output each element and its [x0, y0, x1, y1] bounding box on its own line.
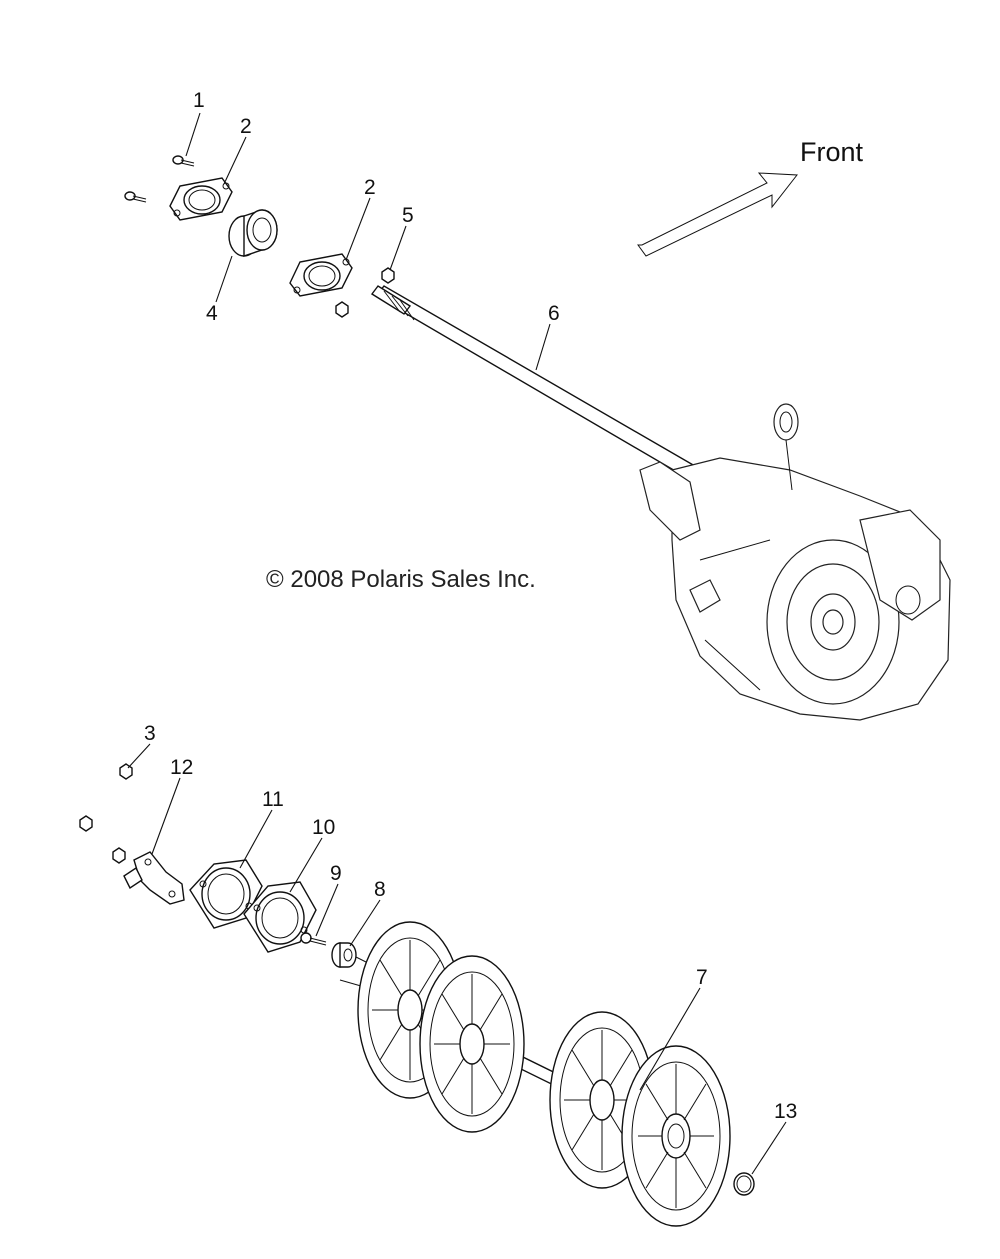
callout-2: 2: [240, 115, 252, 138]
callout-5: 5: [402, 204, 414, 227]
front-label: Front: [800, 137, 864, 167]
part-5-nut: [335, 267, 395, 318]
part-2-flange-b: [289, 253, 353, 297]
part-8-sprocket: [331, 942, 367, 968]
callout-1: 1: [193, 89, 205, 112]
callout-9: 9: [330, 862, 342, 885]
callout-3: 3: [144, 722, 156, 745]
part-7-drive-shaft: [339, 921, 731, 1227]
part-12-bracket: [123, 851, 185, 905]
part-13-o-ring: [733, 1172, 755, 1196]
copyright-notice: © 2008 Polaris Sales Inc.: [266, 566, 536, 593]
callout-12: 12: [170, 756, 193, 779]
part-1-bolt: [124, 155, 195, 203]
engine-gearcase: [639, 403, 951, 721]
part-6-shaft: [370, 285, 727, 497]
part-4-bearing: [228, 209, 278, 257]
callout-10: 10: [312, 816, 335, 839]
part-10-gasket: [243, 881, 317, 953]
callout-2-b: 2: [364, 176, 376, 199]
callout-11: 11: [262, 788, 284, 811]
leader-lines: [127, 112, 787, 1175]
part-9-bolt: [300, 932, 327, 946]
callout-6: 6: [548, 302, 560, 325]
callout-8: 8: [374, 878, 386, 901]
callout-4: 4: [206, 302, 218, 325]
part-11-flange: [189, 859, 263, 929]
callout-13: 13: [774, 1100, 797, 1123]
part-2-flange: [169, 177, 233, 221]
front-arrow: [637, 172, 798, 257]
callouts: 1 2 2 3 4 5 6 7 8 9 10 11 12 13: [144, 89, 797, 1123]
callout-7: 7: [696, 966, 708, 989]
part-3-nut: [79, 763, 133, 864]
